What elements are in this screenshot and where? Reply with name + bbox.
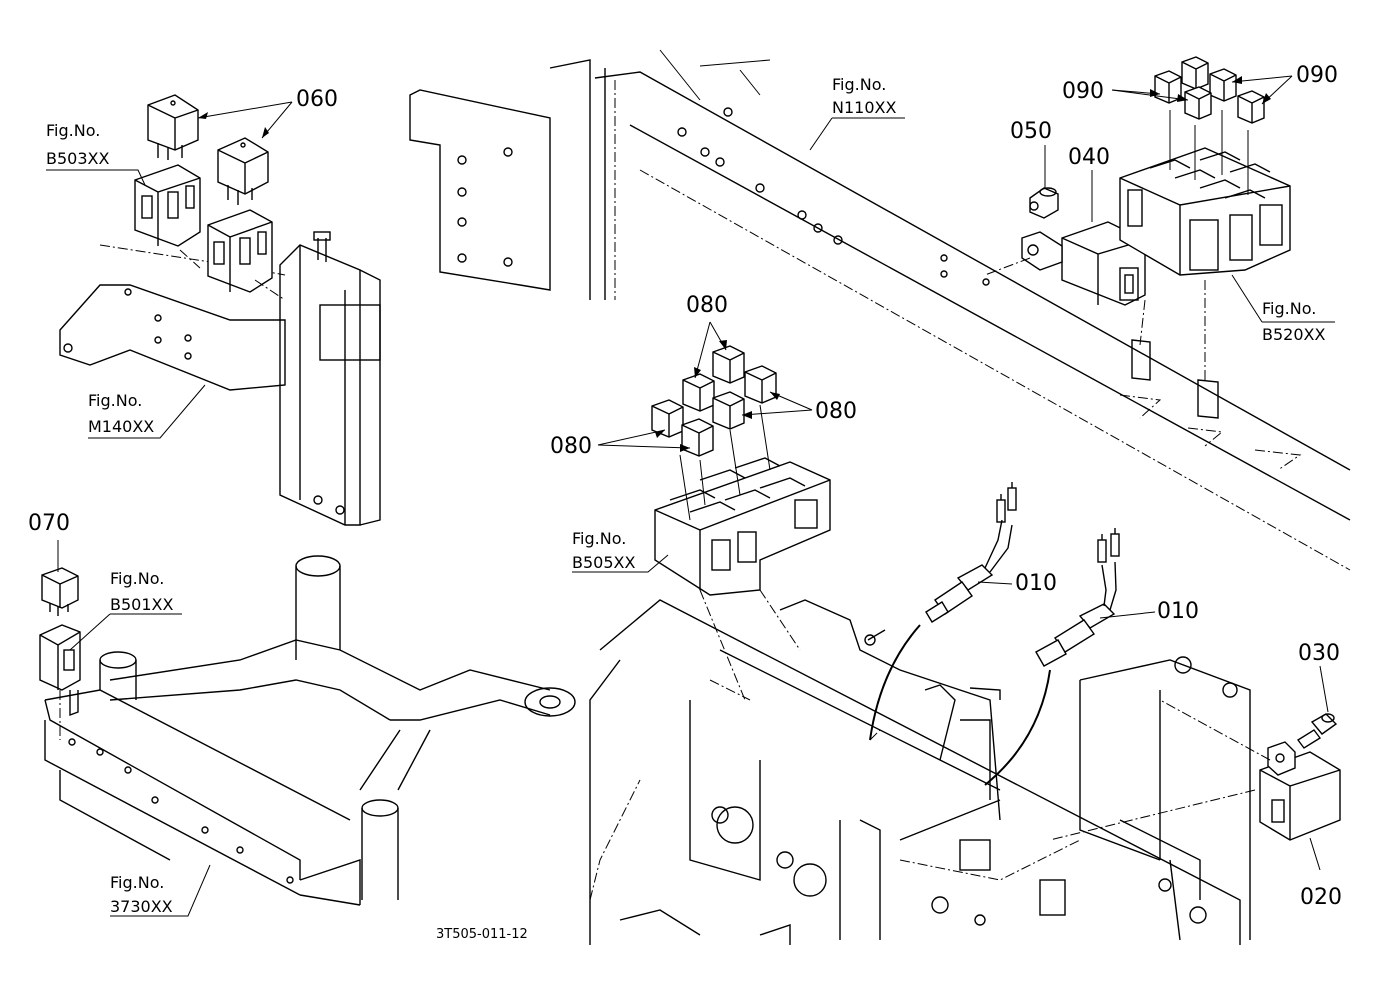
fig-n110-label: Fig.No. — [832, 75, 886, 94]
relay-060-upper — [147, 94, 199, 160]
part-030-label: 030 — [1298, 641, 1340, 666]
leader-lines — [46, 75, 1335, 917]
fig-b501-code: B501XX — [110, 595, 173, 614]
fig-3730-code: 3730XX — [110, 897, 173, 916]
diagram-code: 3T505-011-12 — [436, 927, 528, 942]
fig-b501-label: Fig.No. — [110, 569, 164, 588]
fig-b505-label: Fig.No. — [572, 529, 626, 548]
part-010-upper-label: 010 — [1015, 571, 1057, 596]
relays-080 — [651, 345, 777, 457]
relays-090 — [1154, 56, 1265, 124]
relay-socket-b501 — [39, 624, 81, 717]
relay-socket-b503-b — [207, 209, 273, 293]
fuse-block-b520 — [1119, 110, 1291, 276]
fig-m140-label: Fig.No. — [88, 391, 142, 410]
fig-b520-code: B520XX — [1262, 325, 1325, 344]
fig-b503-label: Fig.No. — [46, 121, 100, 140]
arrowheads — [198, 76, 1271, 452]
sensor-010-a — [869, 482, 1017, 741]
unit-020 — [1259, 741, 1341, 841]
part-070-label: 070 — [28, 511, 70, 536]
fig-b520-label: Fig.No. — [1262, 299, 1316, 318]
plug-050 — [1029, 187, 1059, 219]
fig-3730-label: Fig.No. — [110, 873, 164, 892]
relay-070 — [41, 567, 79, 616]
part-080-right-label: 080 — [815, 399, 857, 424]
part-080-top-label: 080 — [686, 293, 728, 318]
part-040-label: 040 — [1068, 145, 1110, 170]
part-050-label: 050 — [1010, 119, 1052, 144]
labels: 060 Fig.No. B503XX Fig.No. M140XX Fig.No… — [28, 63, 1342, 942]
part-020-label: 020 — [1300, 885, 1342, 910]
fig-n110-code: N110XX — [832, 98, 896, 117]
fig-b505-code: B505XX — [572, 553, 635, 572]
fig-m140-code: M140XX — [88, 417, 154, 436]
relay-060-lower — [217, 137, 269, 205]
relay-socket-b503-a — [134, 164, 201, 247]
fig-b503-code: B503XX — [46, 149, 109, 168]
relay-block-b505 — [654, 404, 831, 596]
part-080-left-label: 080 — [550, 434, 592, 459]
part-090-right-label: 090 — [1296, 63, 1338, 88]
part-010-lower-label: 010 — [1157, 599, 1199, 624]
sensor-010-b — [984, 528, 1120, 786]
part-060-label: 060 — [296, 87, 338, 112]
part-090-left-label: 090 — [1062, 79, 1104, 104]
bolt-030 — [1296, 713, 1338, 749]
